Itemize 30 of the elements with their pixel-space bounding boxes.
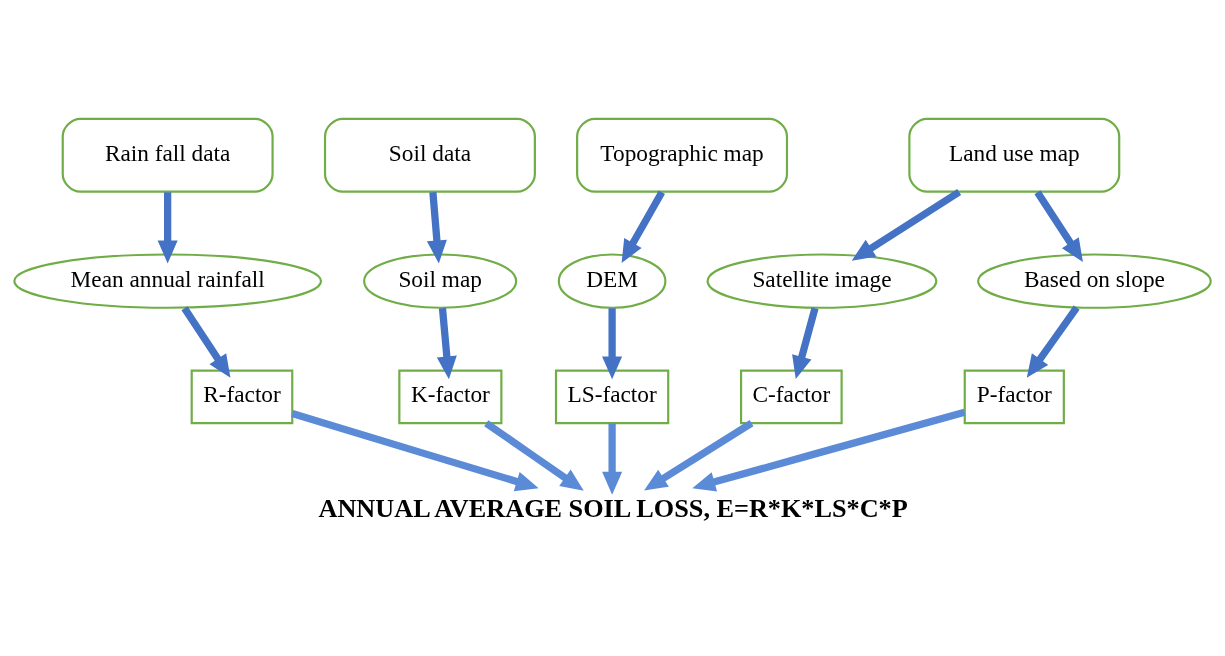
arrow — [181, 305, 231, 378]
arrow — [851, 188, 962, 261]
arrow — [644, 419, 754, 490]
node-box: Rain fall data — [61, 117, 274, 193]
arrow — [426, 191, 447, 263]
node-ellipse: Mean annual rainfall — [13, 252, 323, 309]
arrow — [621, 190, 665, 263]
node-box: R-factor — [190, 369, 294, 424]
node-box: Topographic map — [576, 117, 789, 193]
arrow — [1026, 305, 1080, 378]
node-ellipse: DEM — [557, 252, 667, 309]
node-box: LS-factor — [554, 369, 670, 424]
node-ellipse: Soil map — [363, 252, 518, 309]
arrow — [484, 419, 584, 491]
node-ellipse: Satellite image — [706, 252, 938, 309]
arrow — [291, 409, 539, 491]
arrow — [692, 408, 966, 492]
arrow — [157, 191, 178, 263]
node-box: P-factor — [963, 369, 1065, 424]
node-box: Soil data — [323, 117, 536, 193]
node-text: ANNUAL AVERAGE SOIL LOSS, E=R*K*LS*C*P — [318, 493, 908, 523]
node-box: K-factor — [398, 369, 503, 424]
arrow — [602, 307, 623, 379]
node-ellipse: Based on slope — [977, 252, 1212, 309]
arrow — [602, 422, 623, 495]
node-box: C-factor — [739, 369, 843, 424]
arrow — [436, 307, 457, 379]
arrow — [792, 306, 819, 379]
node-box: Land use map — [908, 117, 1121, 193]
arrow — [1034, 189, 1083, 262]
